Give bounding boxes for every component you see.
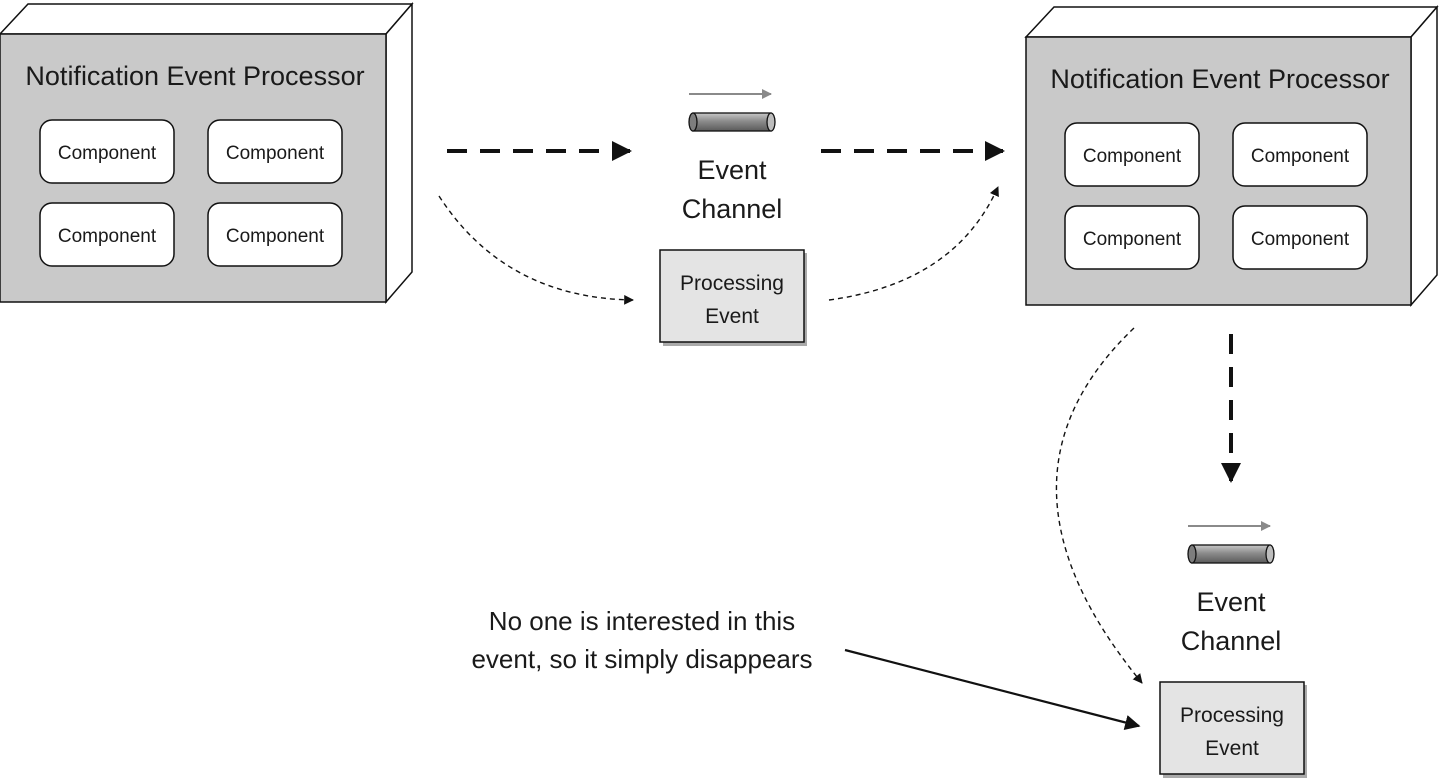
processor-box-1: Notification Event Processor Component C…	[0, 1, 414, 305]
processing-event-1: Processing Event	[659, 249, 807, 346]
component-box: Component	[1232, 205, 1368, 270]
component-label: Component	[58, 143, 157, 164]
annotation-arrow	[844, 648, 1141, 730]
component-box: Component	[39, 119, 175, 184]
component-box: Component	[1232, 122, 1368, 187]
component-box: Component	[1064, 122, 1200, 187]
channel-label: Channel	[682, 194, 783, 224]
channel-pipe-icon	[1187, 544, 1275, 564]
processing-event-label: Processing	[680, 272, 784, 295]
processor-title: Notification Event Processor	[25, 61, 364, 91]
component-label: Component	[1083, 146, 1182, 167]
processor-title: Notification Event Processor	[1050, 64, 1389, 94]
channel-pipe-icon	[688, 112, 776, 132]
event-path-arrow	[828, 186, 999, 301]
component-label: Component	[1251, 146, 1350, 167]
processing-event-label: Event	[1205, 737, 1259, 760]
processor-box-2: Notification Event Processor Component C…	[1024, 4, 1439, 308]
event-channel-2: Event Channel	[1181, 521, 1282, 656]
component-label: Component	[1251, 229, 1350, 250]
annotation: No one is interested in this event, so i…	[471, 606, 1141, 730]
component-box: Component	[207, 119, 343, 184]
annotation-text: No one is interested in this	[489, 606, 795, 636]
component-label: Component	[1083, 229, 1182, 250]
processing-event-2: Processing Event	[1159, 681, 1307, 778]
channel-label: Event	[1196, 587, 1266, 617]
component-label: Component	[226, 143, 325, 164]
component-label: Component	[58, 226, 157, 247]
component-box: Component	[39, 202, 175, 267]
component-label: Component	[226, 226, 325, 247]
processing-event-label: Event	[705, 305, 759, 328]
component-box: Component	[1064, 205, 1200, 270]
component-box: Component	[207, 202, 343, 267]
channel-label: Event	[697, 155, 767, 185]
event-path-arrow	[1055, 327, 1143, 684]
event-channel-1: Event Channel	[682, 89, 783, 224]
event-path-arrow	[438, 195, 634, 305]
annotation-text: event, so it simply disappears	[471, 644, 812, 674]
channel-label: Channel	[1181, 626, 1282, 656]
processing-event-label: Processing	[1180, 704, 1284, 727]
